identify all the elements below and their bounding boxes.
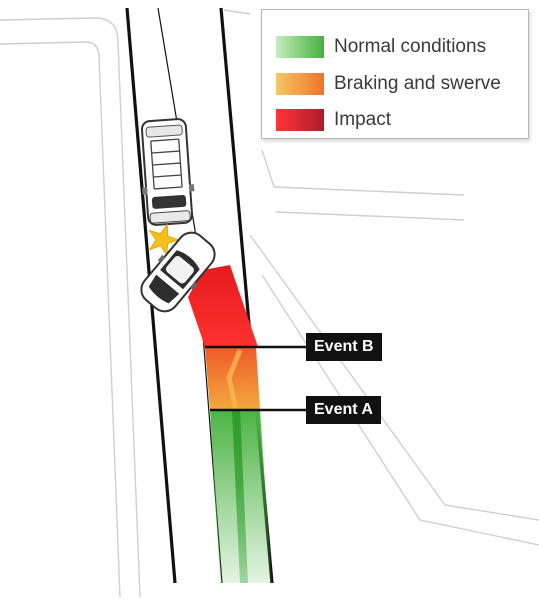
street-left-outer bbox=[0, 17, 141, 598]
legend-label: Braking and swerve bbox=[334, 73, 501, 94]
segment-impact bbox=[188, 265, 258, 347]
legend-item-impact: Impact bbox=[276, 107, 391, 133]
legend-swatch-impact bbox=[276, 109, 324, 131]
street-left-inner bbox=[0, 41, 121, 598]
lead-vehicle bbox=[140, 118, 195, 226]
event-a-label: Event A bbox=[306, 396, 381, 424]
trajectory bbox=[188, 265, 310, 583]
legend-swatch-normal bbox=[276, 36, 324, 58]
segment-braking bbox=[205, 347, 260, 410]
legend-item-normal: Normal conditions bbox=[276, 34, 486, 60]
event-b-label: Event B bbox=[306, 333, 382, 361]
striking-vehicle bbox=[140, 231, 216, 313]
legend-label: Impact bbox=[334, 109, 392, 130]
street-right-top bbox=[223, 9, 251, 15]
legend: Normal conditions Braking and swerve Imp… bbox=[261, 9, 529, 139]
street-right-diag-1 bbox=[249, 234, 539, 521]
legend-label: Normal conditions bbox=[334, 36, 487, 57]
side-streets bbox=[0, 9, 539, 598]
street-right-top-1 bbox=[261, 149, 275, 188]
segment-braking-center bbox=[226, 349, 243, 411]
impact-star bbox=[148, 223, 180, 257]
segment-normal-center bbox=[232, 410, 248, 583]
street-right-mid-1 bbox=[273, 186, 465, 196]
street-right-mid-2 bbox=[275, 211, 465, 221]
road-center-line bbox=[157, 7, 223, 584]
legend-item-braking: Braking and swerve bbox=[276, 71, 501, 97]
legend-swatch-braking bbox=[276, 73, 324, 95]
